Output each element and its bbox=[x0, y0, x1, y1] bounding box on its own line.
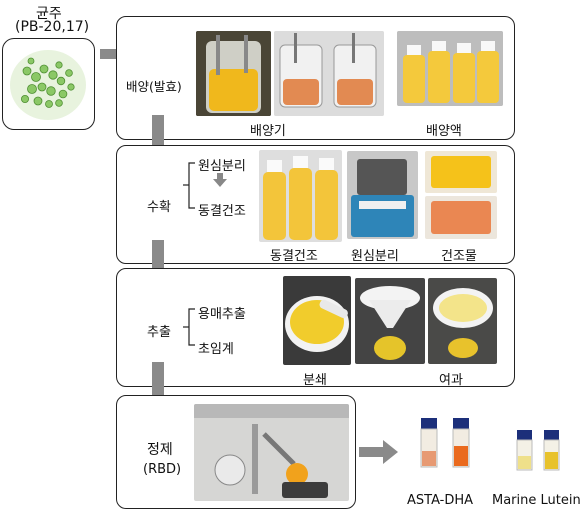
bioreactor-photo-2 bbox=[274, 31, 384, 116]
stage4-label: 정제 bbox=[147, 442, 173, 458]
stage1-label: 배양(발효) bbox=[126, 79, 182, 94]
grinding-mortar-photo bbox=[283, 276, 351, 365]
stage1-caption-2: 배양액 bbox=[426, 124, 462, 139]
algae-dish-image bbox=[10, 50, 86, 120]
stage1-caption-1: 배양기 bbox=[250, 124, 286, 139]
filtration-photo-1 bbox=[355, 278, 425, 364]
bioreactor-photo-1 bbox=[196, 31, 271, 116]
stage3-label: 추출 bbox=[147, 325, 171, 340]
arrow-down-small-icon bbox=[213, 173, 227, 187]
stage3-sub2: 초임계 bbox=[198, 342, 234, 357]
arrow-right-icon bbox=[359, 440, 398, 464]
freeze-dry-bottles-photo bbox=[259, 150, 342, 242]
product-asta-dha: ASTA-DHA bbox=[407, 493, 474, 508]
stage2-label: 수확 bbox=[147, 200, 171, 215]
stage2-sub1: 원심분리 bbox=[198, 159, 246, 174]
asta-dha-vials-photo bbox=[400, 404, 490, 489]
rotary-evaporator-photo bbox=[194, 404, 349, 501]
stage3-caption-1: 분쇄 bbox=[303, 373, 327, 388]
strain-box bbox=[2, 38, 95, 130]
culture-bottles-photo bbox=[397, 31, 503, 106]
strain-code: (PB-20,17) bbox=[15, 19, 90, 35]
stage3-caption-2: 여과 bbox=[439, 373, 463, 388]
stage2-caption-2: 원심분리 bbox=[351, 249, 399, 264]
stage4-sub: (RBD) bbox=[143, 462, 182, 477]
bracket-icon bbox=[183, 308, 195, 346]
product-marine-lutein: Marine Lutein bbox=[492, 493, 581, 508]
filtration-photo-2 bbox=[428, 278, 497, 364]
bracket-icon bbox=[183, 162, 195, 209]
strain-title: 균주 bbox=[36, 6, 62, 22]
marine-lutein-vials-photo bbox=[498, 406, 586, 489]
dried-powder-yellow-photo bbox=[425, 151, 497, 193]
dried-powder-orange-photo bbox=[425, 196, 497, 239]
stage3-sub1: 용매추출 bbox=[198, 307, 246, 322]
stage2-caption-1: 동결건조 bbox=[270, 249, 318, 264]
stage2-sub2: 동결건조 bbox=[198, 204, 246, 219]
centrifuge-photo bbox=[347, 151, 418, 239]
stage2-caption-3: 건조물 bbox=[441, 249, 477, 264]
